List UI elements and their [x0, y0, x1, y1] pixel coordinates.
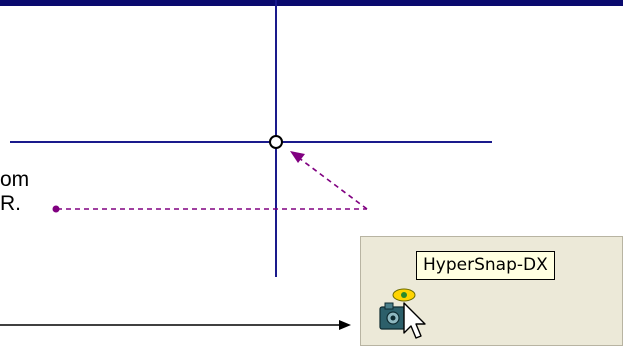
top-bar [0, 0, 623, 6]
dashed-guide-start-dot [52, 205, 60, 213]
mouse-cursor-icon [403, 302, 426, 339]
text-fragment-1: om [0, 168, 30, 191]
pointer-arrowhead [339, 320, 351, 330]
text-fragment-2: R. [0, 192, 21, 215]
dashed-guide-arrowhead [290, 151, 305, 163]
tooltip: HyperSnap-DX [416, 251, 555, 280]
crosshair-center-marker [269, 135, 283, 149]
dashed-guide-diagonal [298, 157, 368, 210]
hypersnap-camera-icon[interactable] [374, 281, 430, 343]
